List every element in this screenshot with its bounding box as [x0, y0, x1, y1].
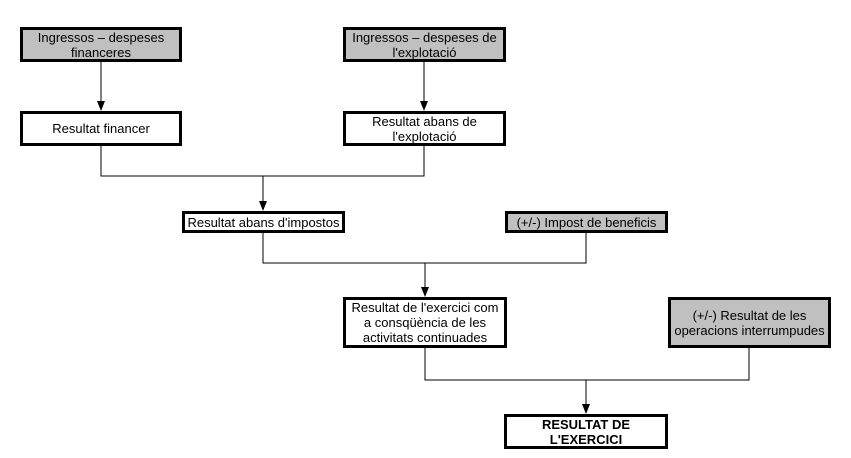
arrowhead-icon	[420, 101, 428, 111]
node-ingressos-despeses-financeres: Ingressos – despeses financeres	[20, 27, 182, 62]
node-ingressos-despeses-explotacio: Ingressos – despeses de l'explotació	[343, 27, 506, 62]
node-label: Ingressos – despeses financeres	[37, 29, 165, 60]
node-resultat-exercici: RESULTAT DE L'EXERCICI	[504, 414, 668, 449]
edge-line	[424, 347, 750, 381]
arrowhead-icon	[97, 101, 105, 111]
node-label: Resultat financer	[52, 121, 150, 136]
node-label: RESULTAT DE L'EXERCICI	[541, 416, 631, 447]
edge-line	[100, 145, 425, 177]
node-resultat-financer: Resultat financer	[20, 111, 182, 146]
node-impost-beneficis: (+/-) Impost de beneficis	[505, 211, 668, 233]
node-label: Resultat abans d'impostos	[187, 214, 340, 230]
node-label: Resultat abans de l'explotació	[372, 113, 477, 144]
node-resultat-operacions-interrumpudes: (+/-) Resultat de les operacions interru…	[668, 297, 831, 348]
node-label: (+/-) Impost de beneficis	[516, 214, 657, 230]
node-label: Resultat de l'exercici com a consqüència…	[351, 300, 499, 345]
node-resultat-activitats-continuades: Resultat de l'exercici com a consqüència…	[343, 297, 507, 348]
node-resultat-abans-impostos: Resultat abans d'impostos	[182, 211, 345, 233]
arrowhead-icon	[259, 201, 267, 211]
arrowhead-icon	[582, 404, 590, 414]
arrowhead-icon	[421, 287, 429, 297]
node-label: (+/-) Resultat de les operacions interru…	[674, 307, 825, 338]
node-resultat-abans-explotacio: Resultat abans de l'explotació	[343, 111, 506, 146]
edge-line	[262, 232, 587, 264]
node-label: Ingressos – despeses de l'explotació	[352, 29, 497, 60]
